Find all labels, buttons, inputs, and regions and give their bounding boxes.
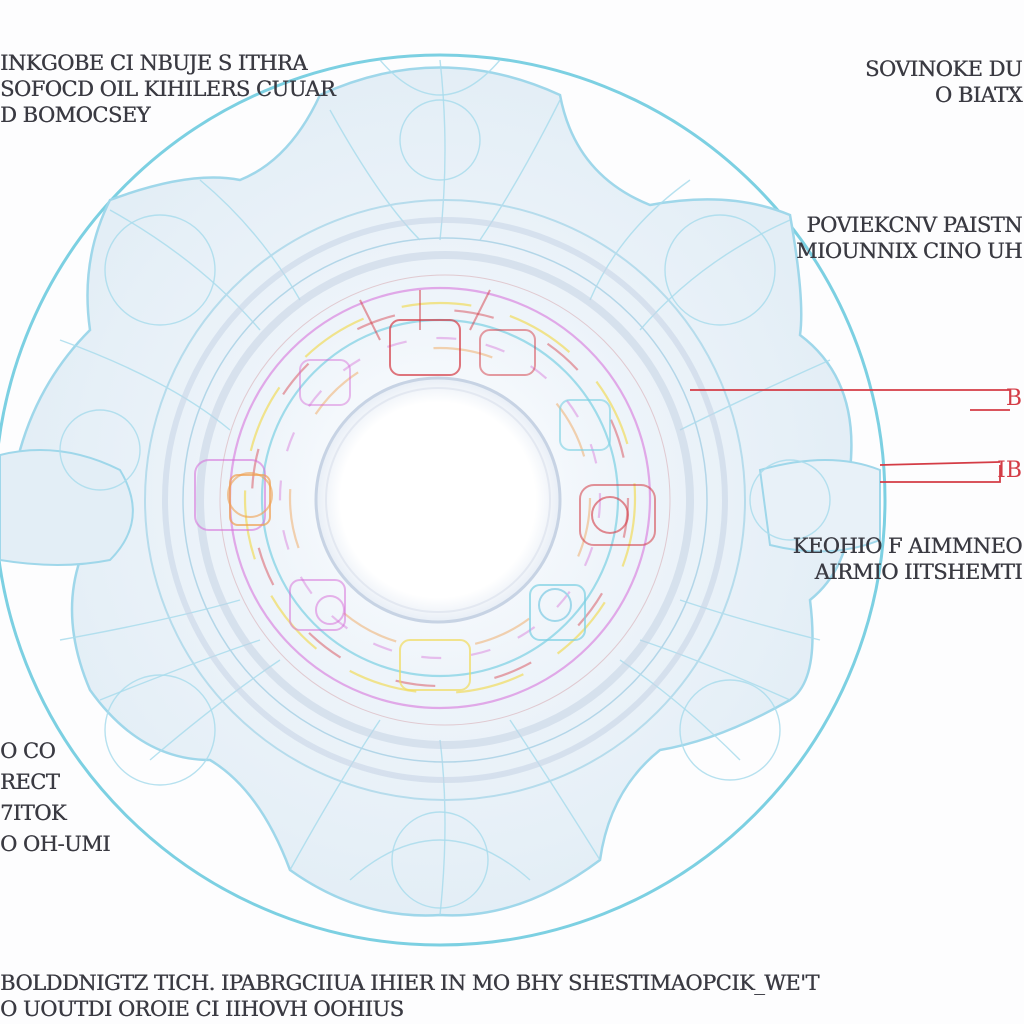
callout-leaders [690, 389, 1010, 483]
inner-ring-nodes [194, 289, 656, 691]
label-left-lower-line-1: O CO [0, 739, 56, 763]
label-mid-right-lower-line-2: AIRMIO IITSHEMTI [814, 560, 1023, 584]
concentric-rings [144, 199, 746, 801]
label-bottom-caption: BOLDDNIGTZ TICH. IPABRGCIIUA IHIER IN MO… [0, 970, 819, 1022]
label-top-left-line-1: INKGOBE CI NBUJE S ITHRA [0, 51, 307, 75]
label-top-right-line-2: O BIATX [934, 83, 1023, 107]
label-left-lower-line-2: RECT [0, 770, 60, 794]
label-mid-right-lower-line-1: KEOHIO F AIMMNEO [792, 534, 1023, 558]
label-top-right-line-1: SOVINOKE DU [864, 57, 1023, 81]
label-mid-right-upper-line-1: POVIEKCNV PAISTN [806, 213, 1022, 237]
label-bottom-caption-line-2: O UOUTDI OROIE CI IIHOVH OOHIUS [0, 997, 404, 1021]
center-hole-inner-edge [325, 387, 551, 613]
center-hole [314, 376, 562, 624]
red-callout-tag-2: IB [997, 458, 1022, 483]
label-top-left-line-3: D BOMOCSEY [0, 103, 150, 127]
label-top-right: SOVINOKE DU O BIATX [864, 56, 1023, 108]
label-mid-right-upper-line-2: MIOUNNIX CINO UH [795, 239, 1023, 263]
red-callout-tag-1: B [1005, 386, 1022, 411]
label-left-lower: O CO RECT 7ITOK O OH-UMI [0, 736, 111, 860]
label-mid-right-lower: KEOHIO F AIMMNEO AIRMIO IITSHEMTI [792, 533, 1023, 585]
label-top-left: INKGOBE CI NBUJE S ITHRA SOFOCD OIL KIHI… [0, 50, 336, 128]
label-mid-right-upper: POVIEKCNV PAISTN MIOUNNIX CINO UH [795, 212, 1023, 264]
label-left-lower-line-4: O OH-UMI [0, 832, 111, 856]
label-top-left-line-2: SOFOCD OIL KIHILERS CUUAR [0, 77, 336, 101]
label-bottom-caption-line-1: BOLDDNIGTZ TICH. IPABRGCIIUA IHIER IN MO… [0, 971, 819, 995]
outer-circle [0, 53, 887, 947]
label-left-lower-line-3: 7ITOK [0, 801, 67, 825]
